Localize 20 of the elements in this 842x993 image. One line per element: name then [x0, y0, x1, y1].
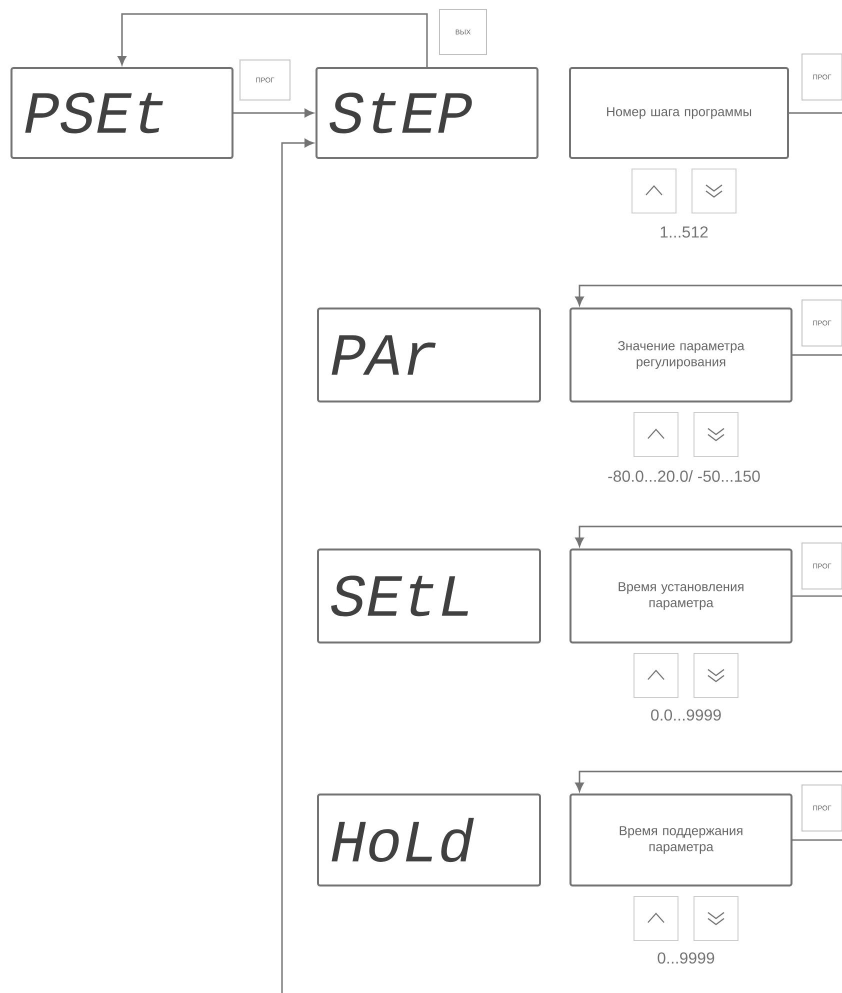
parameter-box: Номер шага программы [569, 67, 789, 159]
connector [281, 138, 314, 993]
connector [575, 112, 842, 306]
connector [234, 108, 314, 118]
parameter-box: Время поддержания параметра [570, 794, 792, 886]
parameter-box: Время установления параметра [570, 548, 792, 644]
connector [575, 595, 842, 792]
range-text: 0...9999 [658, 952, 714, 964]
display-box: StEP [316, 67, 538, 159]
connector [118, 13, 428, 67]
display-box: PAr [317, 308, 541, 402]
range-text: 1...512 [660, 226, 708, 238]
display-box: HoLd [317, 794, 541, 886]
parameter-box: Значение параметра регулирования [570, 308, 792, 402]
connector [792, 839, 842, 841]
range-text: 0.0...9999 [651, 709, 721, 721]
display-box: SEtL [317, 548, 541, 644]
display-box: PSEt [10, 67, 234, 159]
connector [575, 354, 842, 547]
range-text: -80.0...20.0/ -50...150 [608, 470, 760, 482]
